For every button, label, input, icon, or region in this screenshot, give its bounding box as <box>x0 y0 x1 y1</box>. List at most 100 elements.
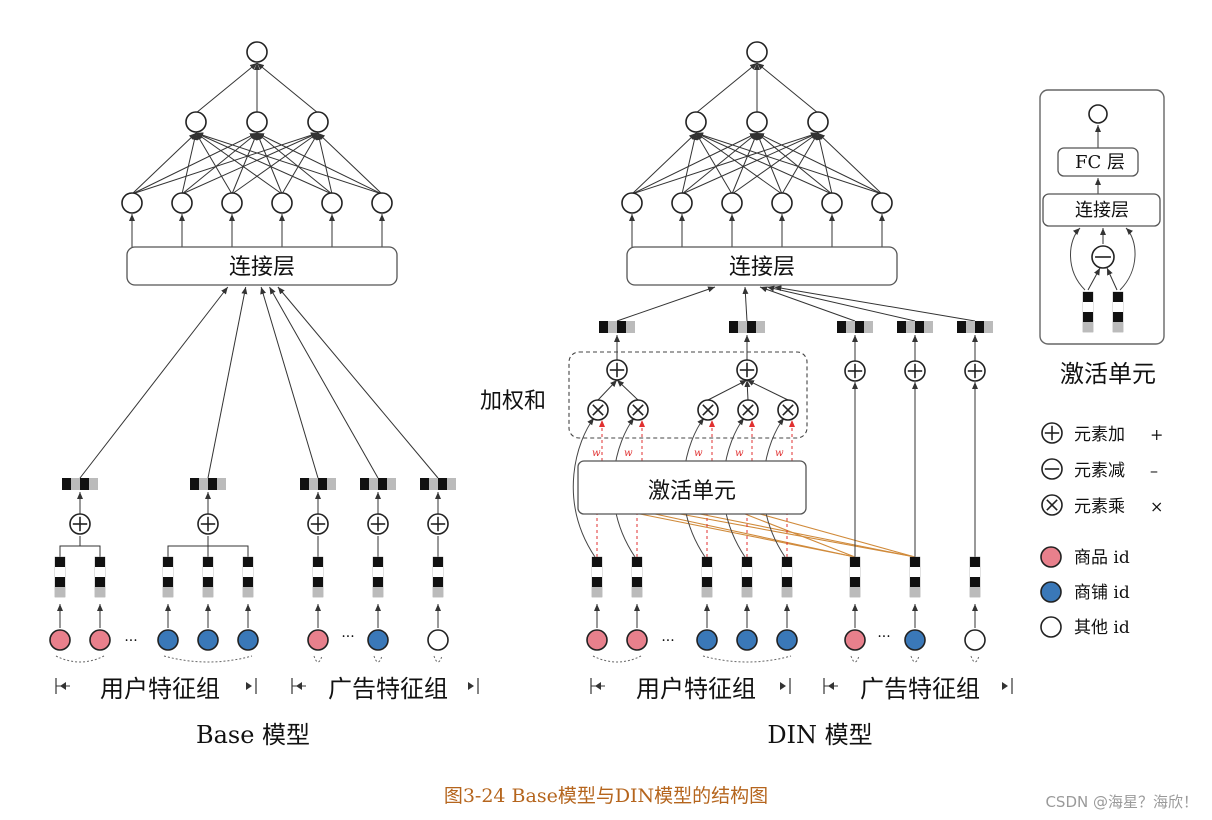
embedding-cell <box>850 557 860 567</box>
connector-arrow <box>681 132 698 195</box>
connector-arrow <box>756 132 833 195</box>
din-model-title: DIN 模型 <box>767 721 872 749</box>
embedding-cell <box>626 321 635 333</box>
neuron-node <box>246 111 268 133</box>
connector-arrow <box>131 132 319 195</box>
embedding-cell <box>632 577 642 587</box>
embedding-cell <box>756 321 765 333</box>
neuron-node <box>246 41 268 63</box>
embedding-cell <box>910 587 920 597</box>
operator-stroke <box>592 404 604 416</box>
connector-arrow <box>1106 267 1118 291</box>
embedding-cell <box>729 321 738 333</box>
embedding-cell <box>80 478 89 490</box>
connector-arrow <box>616 286 716 322</box>
embedding-cell <box>702 557 712 567</box>
inset-concat-layer-box <box>1042 193 1161 227</box>
diagram-shapes <box>49 41 1165 651</box>
figure-caption: 图3-24 Base模型与DIN模型的结构图 <box>443 785 769 807</box>
neuron-node <box>746 111 768 133</box>
embedding-cell <box>782 557 792 567</box>
connector-arrow <box>269 286 379 479</box>
connector-arrow <box>256 132 333 195</box>
embedding-cell <box>62 478 71 490</box>
id-input-node <box>696 629 718 651</box>
neuron-node <box>807 111 829 133</box>
embedding-cell <box>837 321 846 333</box>
sum-branch-line <box>59 536 81 557</box>
embedding-cell <box>1083 322 1093 332</box>
group-range-head <box>595 682 601 690</box>
times-operator-icon <box>737 399 759 421</box>
base-ad-group-label: 广告特征组 <box>328 675 448 703</box>
neuron-node <box>1088 104 1108 124</box>
embedding-cell <box>203 587 213 597</box>
din-ad-ellipsis: ··· <box>877 629 890 645</box>
activation-inset-frame <box>1039 89 1165 345</box>
embedding-cell <box>855 321 864 333</box>
embedding-cell <box>378 478 387 490</box>
embedding-cell <box>313 557 323 567</box>
connector-arrow <box>695 132 783 195</box>
din-activation-label: 激活单元 <box>648 479 736 504</box>
embedding-cell <box>163 587 173 597</box>
connector-arrow <box>131 132 197 195</box>
embedding-cell <box>975 321 984 333</box>
legend-id-swatch <box>1040 546 1062 568</box>
connector-arrow <box>817 132 883 195</box>
connector-arrow <box>231 132 258 195</box>
din-ad-group-label: 广告特征组 <box>860 675 980 703</box>
embedding-cell <box>970 577 980 587</box>
group-range-head <box>60 682 66 690</box>
neuron-node <box>307 111 329 133</box>
group-range-head <box>1002 682 1008 690</box>
plus-operator-icon <box>1041 422 1063 444</box>
base-ad-ellipsis: ··· <box>341 629 354 645</box>
connector-arrow <box>195 62 258 114</box>
times-operator-icon <box>777 399 799 421</box>
neuron-node <box>671 192 693 214</box>
plus-operator-icon <box>606 359 628 381</box>
neuron-node <box>685 111 707 133</box>
connector-arrow <box>195 132 283 195</box>
embedding-cell <box>373 557 383 567</box>
minus-operator-icon <box>1041 458 1063 480</box>
embedding-cell <box>309 478 318 490</box>
connector-arrow <box>756 132 783 195</box>
connector-arrow <box>256 132 283 195</box>
neuron-node <box>185 111 207 133</box>
din-user-ellipsis: ··· <box>661 633 674 649</box>
embedding-cell <box>592 567 602 577</box>
weight-label: w <box>624 448 633 459</box>
embedding-cell <box>203 567 213 577</box>
embedding-cell <box>89 478 98 490</box>
embedding-cell <box>55 567 65 577</box>
embedding-cell <box>373 567 383 577</box>
inset-bypass-curve <box>1119 227 1136 291</box>
neuron-node <box>271 192 293 214</box>
base-model-title: Base 模型 <box>196 721 310 749</box>
id-input-node <box>157 629 179 651</box>
times-to-sum-arrow <box>616 379 639 401</box>
weight-labels: w w w w w <box>592 448 784 459</box>
embedding-cell <box>203 577 213 587</box>
embedding-cell <box>447 478 456 490</box>
embedding-cell <box>433 577 443 587</box>
embedding-cell <box>915 321 924 333</box>
embedding-cell <box>203 557 213 567</box>
group-range-head <box>468 682 474 690</box>
embedding-cell <box>957 321 966 333</box>
connector-arrow <box>731 132 819 195</box>
embedding-cell <box>243 557 253 567</box>
embedding-cell <box>1083 302 1093 312</box>
embedding-cell <box>327 478 336 490</box>
embedding-cell <box>433 557 443 567</box>
connector-arrow <box>681 132 758 195</box>
embedding-cell <box>243 577 253 587</box>
times-operator-icon <box>697 399 719 421</box>
connector-arrow <box>256 62 319 114</box>
embedding-cell <box>300 478 309 490</box>
group-range-head <box>780 682 786 690</box>
embedding-cell <box>369 478 378 490</box>
inset-fc-layer-box <box>1057 147 1139 177</box>
